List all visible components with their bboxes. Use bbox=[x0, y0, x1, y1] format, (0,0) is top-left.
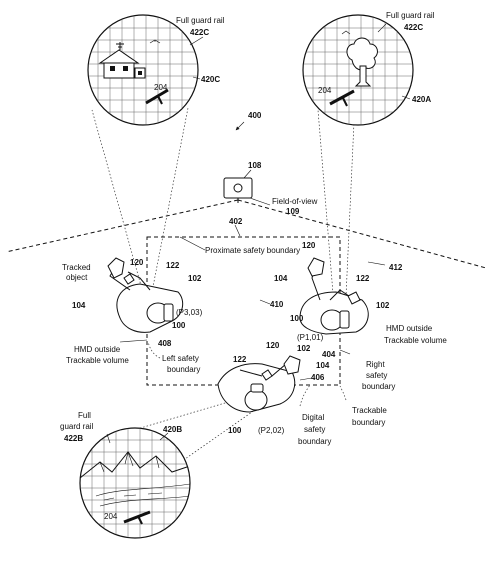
position-label: (P3,03) bbox=[176, 308, 203, 317]
field-of-view-lines bbox=[5, 199, 487, 269]
controller-icon bbox=[107, 257, 135, 285]
figure-number: 400 bbox=[248, 111, 262, 120]
trackable-boundary-label: boundary bbox=[352, 418, 385, 427]
proximate-boundary-label: Proximate safety boundary bbox=[205, 246, 300, 255]
view-circle-420c-left bbox=[87, 14, 199, 126]
fov-ref: 109 bbox=[286, 207, 300, 216]
controller-icon bbox=[307, 257, 361, 305]
circle-ref: 420C bbox=[201, 75, 220, 84]
bird-icon bbox=[341, 30, 351, 35]
tree-icon bbox=[346, 37, 378, 87]
ref-122: 122 bbox=[233, 355, 247, 364]
ref-122: 122 bbox=[356, 274, 370, 283]
object-ref: 204 bbox=[104, 512, 118, 521]
ref-102: 102 bbox=[297, 344, 311, 353]
projection-lines bbox=[91, 107, 355, 467]
hmd-outside-label: Trackable volume bbox=[66, 356, 129, 365]
road-icon bbox=[95, 483, 190, 507]
ref-104: 104 bbox=[316, 361, 330, 370]
tracked-object-icon bbox=[145, 88, 169, 105]
digital-safety-label: safety bbox=[304, 425, 325, 434]
ref-102: 102 bbox=[188, 274, 202, 283]
guard-rail-ref: 422C bbox=[190, 28, 209, 37]
ref-410: 410 bbox=[270, 300, 284, 309]
guard-rail-label: Full guard rail bbox=[386, 11, 435, 20]
position-label: (P1,01) bbox=[297, 333, 324, 342]
ref-122: 122 bbox=[166, 261, 180, 270]
ref-104: 104 bbox=[72, 301, 86, 310]
right-safety-label: boundary bbox=[362, 382, 395, 391]
ref-412: 412 bbox=[389, 263, 403, 272]
digital-safety-label: Digital bbox=[302, 413, 324, 422]
ref-404: 404 bbox=[322, 350, 336, 359]
ref-120: 120 bbox=[130, 258, 144, 267]
leader-lines bbox=[106, 23, 411, 444]
labels: Full guard rail 422C Full guard rail 422… bbox=[60, 11, 447, 521]
trackable-boundary-label: Trackable bbox=[352, 406, 387, 415]
circle-ref: 420A bbox=[412, 95, 431, 104]
right-safety-label: safety bbox=[366, 371, 387, 380]
tracked-object-label: object bbox=[66, 273, 88, 282]
position-label: (P2,02) bbox=[258, 426, 285, 435]
ref-100: 100 bbox=[172, 321, 186, 330]
left-safety-label: Left safety bbox=[162, 354, 199, 363]
guard-rail-label: guard rail bbox=[60, 422, 94, 431]
view-circle-420a-right bbox=[302, 14, 414, 126]
hmd-outside-label: HMD outside bbox=[74, 345, 121, 354]
camera-sensor bbox=[223, 177, 253, 203]
ref-120: 120 bbox=[266, 341, 280, 350]
right-safety-label: Right bbox=[366, 360, 385, 369]
camera-ref: 108 bbox=[248, 161, 262, 170]
object-ref: 204 bbox=[318, 86, 332, 95]
guard-rail-ref: 422C bbox=[404, 23, 423, 32]
mountains-icon bbox=[80, 451, 190, 479]
house-icon bbox=[98, 42, 146, 79]
user-bottom-p2 bbox=[217, 355, 301, 413]
ref-406: 406 bbox=[311, 373, 325, 382]
guard-rail-ref: 422B bbox=[64, 434, 83, 443]
controller-icon bbox=[261, 355, 301, 381]
tracked-object-label: Tracked bbox=[62, 263, 91, 272]
ref-120: 120 bbox=[302, 241, 316, 250]
tracked-object-icon bbox=[329, 89, 355, 107]
bird-icon bbox=[149, 39, 161, 44]
view-circle-420b-bottom bbox=[79, 427, 191, 539]
ref-104: 104 bbox=[274, 274, 288, 283]
guard-rail-label: Full bbox=[78, 411, 91, 420]
ref-100: 100 bbox=[228, 426, 242, 435]
ref-102: 102 bbox=[376, 301, 390, 310]
ref-402: 402 bbox=[229, 217, 243, 226]
left-safety-label: boundary bbox=[167, 365, 200, 374]
tracked-object-icon bbox=[123, 510, 151, 525]
guard-rail-label: Full guard rail bbox=[176, 16, 225, 25]
digital-safety-label: boundary bbox=[298, 437, 331, 446]
user-left-p3 bbox=[107, 257, 184, 333]
fov-label: Field-of-view bbox=[272, 197, 318, 206]
ref-408: 408 bbox=[158, 339, 172, 348]
circle-ref: 420B bbox=[163, 425, 182, 434]
hmd-outside-label: HMD outside bbox=[386, 324, 433, 333]
object-ref: 204 bbox=[154, 83, 168, 92]
user-right-p1 bbox=[299, 257, 369, 335]
hmd-outside-label: Trackable volume bbox=[384, 336, 447, 345]
ref-100: 100 bbox=[290, 314, 304, 323]
